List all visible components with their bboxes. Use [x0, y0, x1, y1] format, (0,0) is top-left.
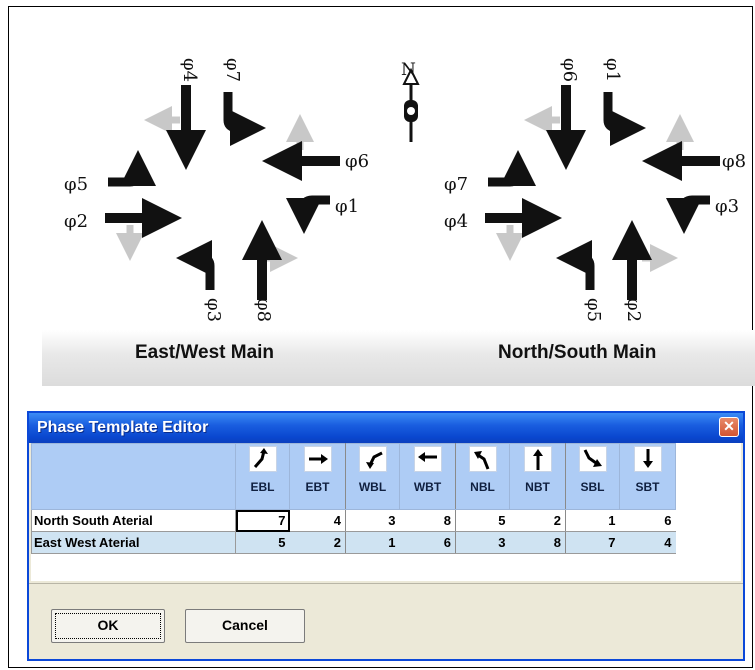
cell-ebt[interactable]: 4: [289, 509, 346, 532]
button-bar: OK Cancel: [29, 583, 743, 659]
title-bar[interactable]: Phase Template Editor ✕: [29, 413, 743, 443]
cell-nbl[interactable]: 5: [455, 509, 510, 532]
table-row-north-south: North South Aterial 7 4 3 8 5 2 1 6: [31, 509, 676, 532]
eastbound-left-turn-arrow: [488, 150, 536, 187]
eb-through-icon: [303, 446, 332, 472]
cell-nbt[interactable]: 8: [509, 531, 566, 554]
column-header-nbl[interactable]: NBL: [455, 443, 510, 510]
column-label: WBT: [413, 480, 442, 494]
cell-nbt[interactable]: 2: [509, 509, 566, 532]
close-button[interactable]: ✕: [719, 417, 739, 437]
ok-button[interactable]: OK: [51, 609, 165, 643]
column-label: SBL: [580, 480, 605, 494]
column-header-sbt[interactable]: SBT: [619, 443, 676, 510]
phase-diagram: [105, 67, 720, 300]
phase-label-left-bottom-left: φ3: [203, 298, 224, 323]
column-label: NBL: [470, 480, 495, 494]
north-south-intersection: [485, 85, 720, 300]
column-header-nbt[interactable]: NBT: [509, 443, 566, 510]
column-label: EBL: [250, 480, 275, 494]
phase-label-left-left-upper: φ5: [64, 174, 89, 195]
phase-label-left-right-upper: φ6: [345, 151, 370, 172]
cell-sbl[interactable]: 1: [565, 509, 620, 532]
row-label: North South Aterial: [31, 509, 236, 532]
nb-left-turn-icon: [468, 446, 497, 472]
phase-label-right-left-lower: φ4: [444, 211, 469, 232]
column-header-sbl[interactable]: SBL: [565, 443, 620, 510]
column-header-wbt[interactable]: WBT: [399, 443, 456, 510]
wb-through-icon: [413, 446, 442, 472]
cell-ebl[interactable]: 7: [235, 509, 290, 532]
column-label: WBL: [358, 480, 387, 494]
phase-label-left-bottom-right: φ8: [253, 298, 274, 323]
column-header-ebt[interactable]: EBT: [289, 443, 346, 510]
cell-wbl[interactable]: 3: [345, 509, 400, 532]
focus-ring: [55, 613, 161, 639]
table-row-east-west: East West Aterial 5 2 1 6 3 8 7 4: [31, 531, 676, 554]
phase-grid: EBL EBT WBL: [31, 443, 741, 581]
header-corner: [31, 443, 236, 510]
phase-label-right-right-lower: φ3: [715, 196, 740, 217]
diagram-caption-band: [42, 330, 755, 386]
column-label: SBT: [635, 480, 660, 494]
cell-wbt[interactable]: 6: [399, 531, 456, 554]
cancel-button-label: Cancel: [222, 617, 268, 633]
northbound-left-turn-arrow: [176, 240, 215, 290]
cell-ebt[interactable]: 2: [289, 531, 346, 554]
north-compass-icon: [402, 67, 420, 142]
cell-wbl[interactable]: 1: [345, 531, 400, 554]
header-row: EBL EBT WBL: [31, 443, 676, 510]
column-header-ebl[interactable]: EBL: [235, 443, 290, 510]
diagram-title-north-south: North/South Main: [498, 342, 657, 363]
phase-label-left-top-right: φ7: [222, 58, 243, 83]
cell-sbt[interactable]: 6: [619, 509, 676, 532]
phase-label-left-right-lower: φ1: [335, 196, 360, 217]
phase-label-right-left-upper: φ7: [444, 174, 469, 195]
compass-north-label: N: [401, 60, 416, 80]
dialog-title: Phase Template Editor: [37, 419, 209, 436]
column-label: EBT: [305, 480, 330, 494]
phase-label-right-top-right: φ1: [602, 58, 623, 83]
phase-label-right-top-left: φ6: [559, 58, 580, 83]
ok-button-label: OK: [97, 617, 119, 633]
sb-through-icon: [633, 446, 662, 472]
phase-label-left-top-left: φ4: [179, 58, 200, 83]
cell-ebl[interactable]: 5: [235, 531, 290, 554]
westbound-left-turn-arrow: [666, 195, 710, 234]
column-header-wbl[interactable]: WBL: [345, 443, 400, 510]
phase-label-right-bottom-right: φ2: [623, 298, 644, 323]
northbound-left-turn-arrow: [556, 240, 595, 290]
column-label: NBT: [525, 480, 550, 494]
eb-left-turn-icon: [248, 446, 277, 472]
cancel-button[interactable]: Cancel: [185, 609, 305, 643]
southbound-left-turn-arrow: [603, 92, 646, 146]
wb-left-turn-icon: [358, 446, 387, 472]
sb-left-turn-icon: [578, 446, 607, 472]
westbound-left-turn-arrow: [286, 195, 330, 234]
phase-label-right-bottom-left: φ5: [583, 298, 604, 323]
phase-label-right-right-upper: φ8: [722, 151, 747, 172]
southbound-left-turn-arrow: [223, 92, 266, 146]
cell-wbt[interactable]: 8: [399, 509, 456, 532]
phase-table: EBL EBT WBL: [31, 443, 676, 554]
diagram-title-east-west: East/West Main: [135, 342, 275, 363]
nb-through-icon: [523, 446, 552, 472]
phase-label-left-left-lower: φ2: [64, 211, 89, 232]
row-label: East West Aterial: [31, 531, 236, 554]
cell-nbl[interactable]: 3: [455, 531, 510, 554]
cell-sbt[interactable]: 4: [619, 531, 676, 554]
eastbound-left-turn-arrow: [108, 150, 156, 187]
east-west-intersection: [105, 85, 340, 300]
cell-sbl[interactable]: 7: [565, 531, 620, 554]
phase-template-editor-dialog: Phase Template Editor ✕ EBL EBT: [27, 411, 745, 661]
